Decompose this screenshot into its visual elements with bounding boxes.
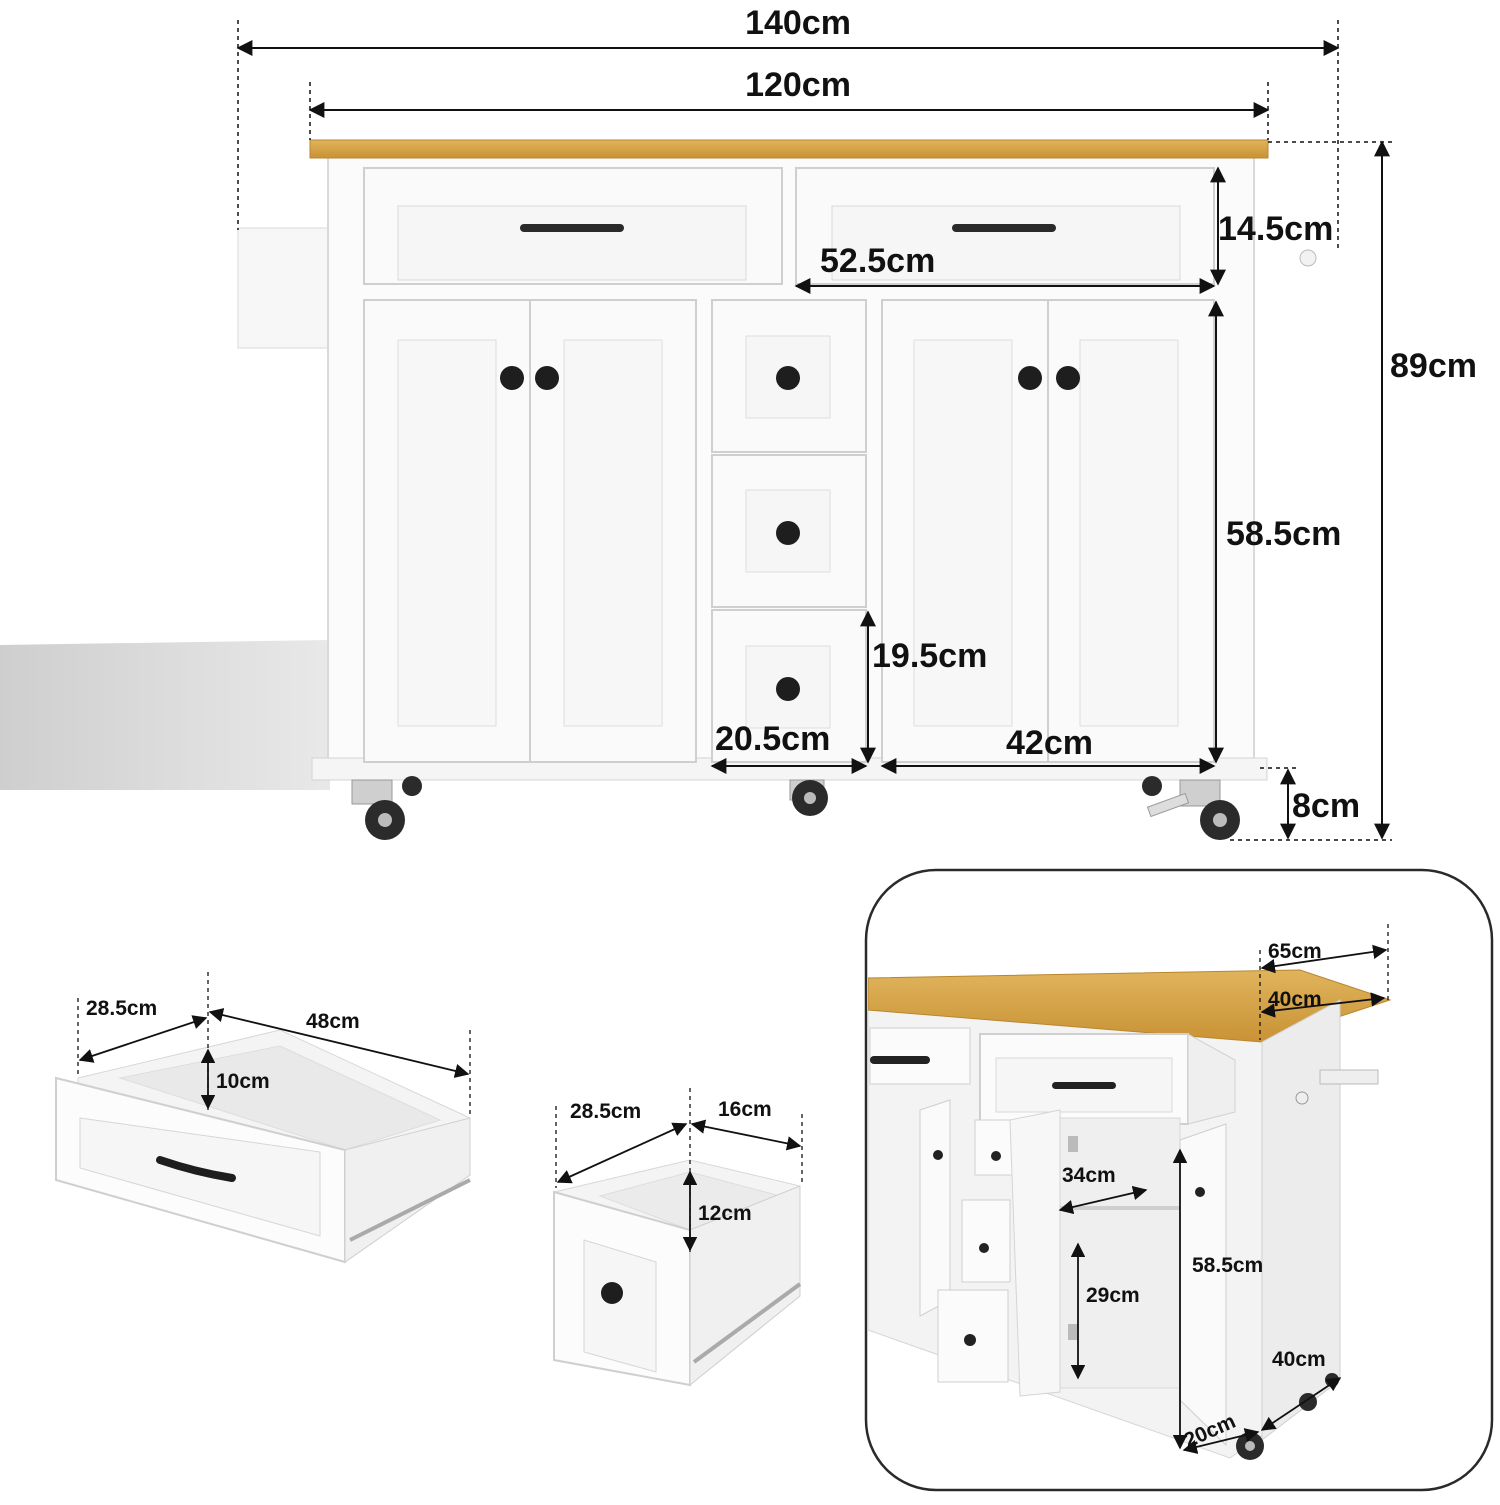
small-drawer-depth-label: 28.5cm (570, 1100, 641, 1123)
large-drawer-depth-label: 28.5cm (86, 997, 157, 1020)
top-depth-label: 65cm (1268, 940, 1322, 963)
front-view-dimension-labels: 140cm 120cm 14.5cm 52.5cm 89cm 58.5cm 19… (715, 4, 1477, 825)
large-drawer-dimension-lines (77, 972, 471, 1118)
large-drawer-width-label: 48cm (306, 1010, 360, 1033)
top-drawer-width-label: 52.5cm (820, 242, 935, 280)
front-view-dimension-lines (236, 20, 1392, 841)
front-view-illustration (0, 139, 1317, 840)
shelf-width-label: 34cm (1062, 1164, 1116, 1187)
small-drawer-dimension-lines (555, 1088, 803, 1252)
caster-height-label: 8cm (1292, 787, 1360, 825)
small-drawer-height-label: 19.5cm (872, 637, 987, 675)
open-cabinet-height-label: 58.5cm (1192, 1254, 1263, 1277)
total-height-label: 89cm (1390, 347, 1477, 385)
overall-width-label: 140cm (745, 4, 851, 42)
small-drawer-width-label: 16cm (718, 1098, 772, 1121)
top-drawer-height-label: 14.5cm (1218, 210, 1333, 248)
small-drawer-width-label: 20.5cm (715, 720, 830, 758)
small-drawer-dimension-labels: 28.5cm 16cm 12cm (570, 1098, 772, 1225)
large-drawer-dimension-labels: 28.5cm 48cm 10cm (86, 997, 360, 1093)
cabinet-depth-label: 40cm (1268, 988, 1322, 1011)
cabinet-height-label: 58.5cm (1226, 515, 1341, 553)
large-drawer-height-label: 10cm (216, 1070, 270, 1093)
small-drawer-height-label: 12cm (698, 1202, 752, 1225)
cabinet-width-label: 42cm (1006, 724, 1093, 762)
large-drawer-illustration (55, 1029, 471, 1264)
open-view-dimension-lines (1058, 924, 1389, 1454)
small-drawer-illustration (553, 1159, 802, 1387)
lower-height-label: 29cm (1086, 1284, 1140, 1307)
open-view-inset (864, 868, 1494, 1492)
top-width-label: 120cm (745, 66, 851, 104)
side-depth-label: 40cm (1272, 1348, 1326, 1371)
